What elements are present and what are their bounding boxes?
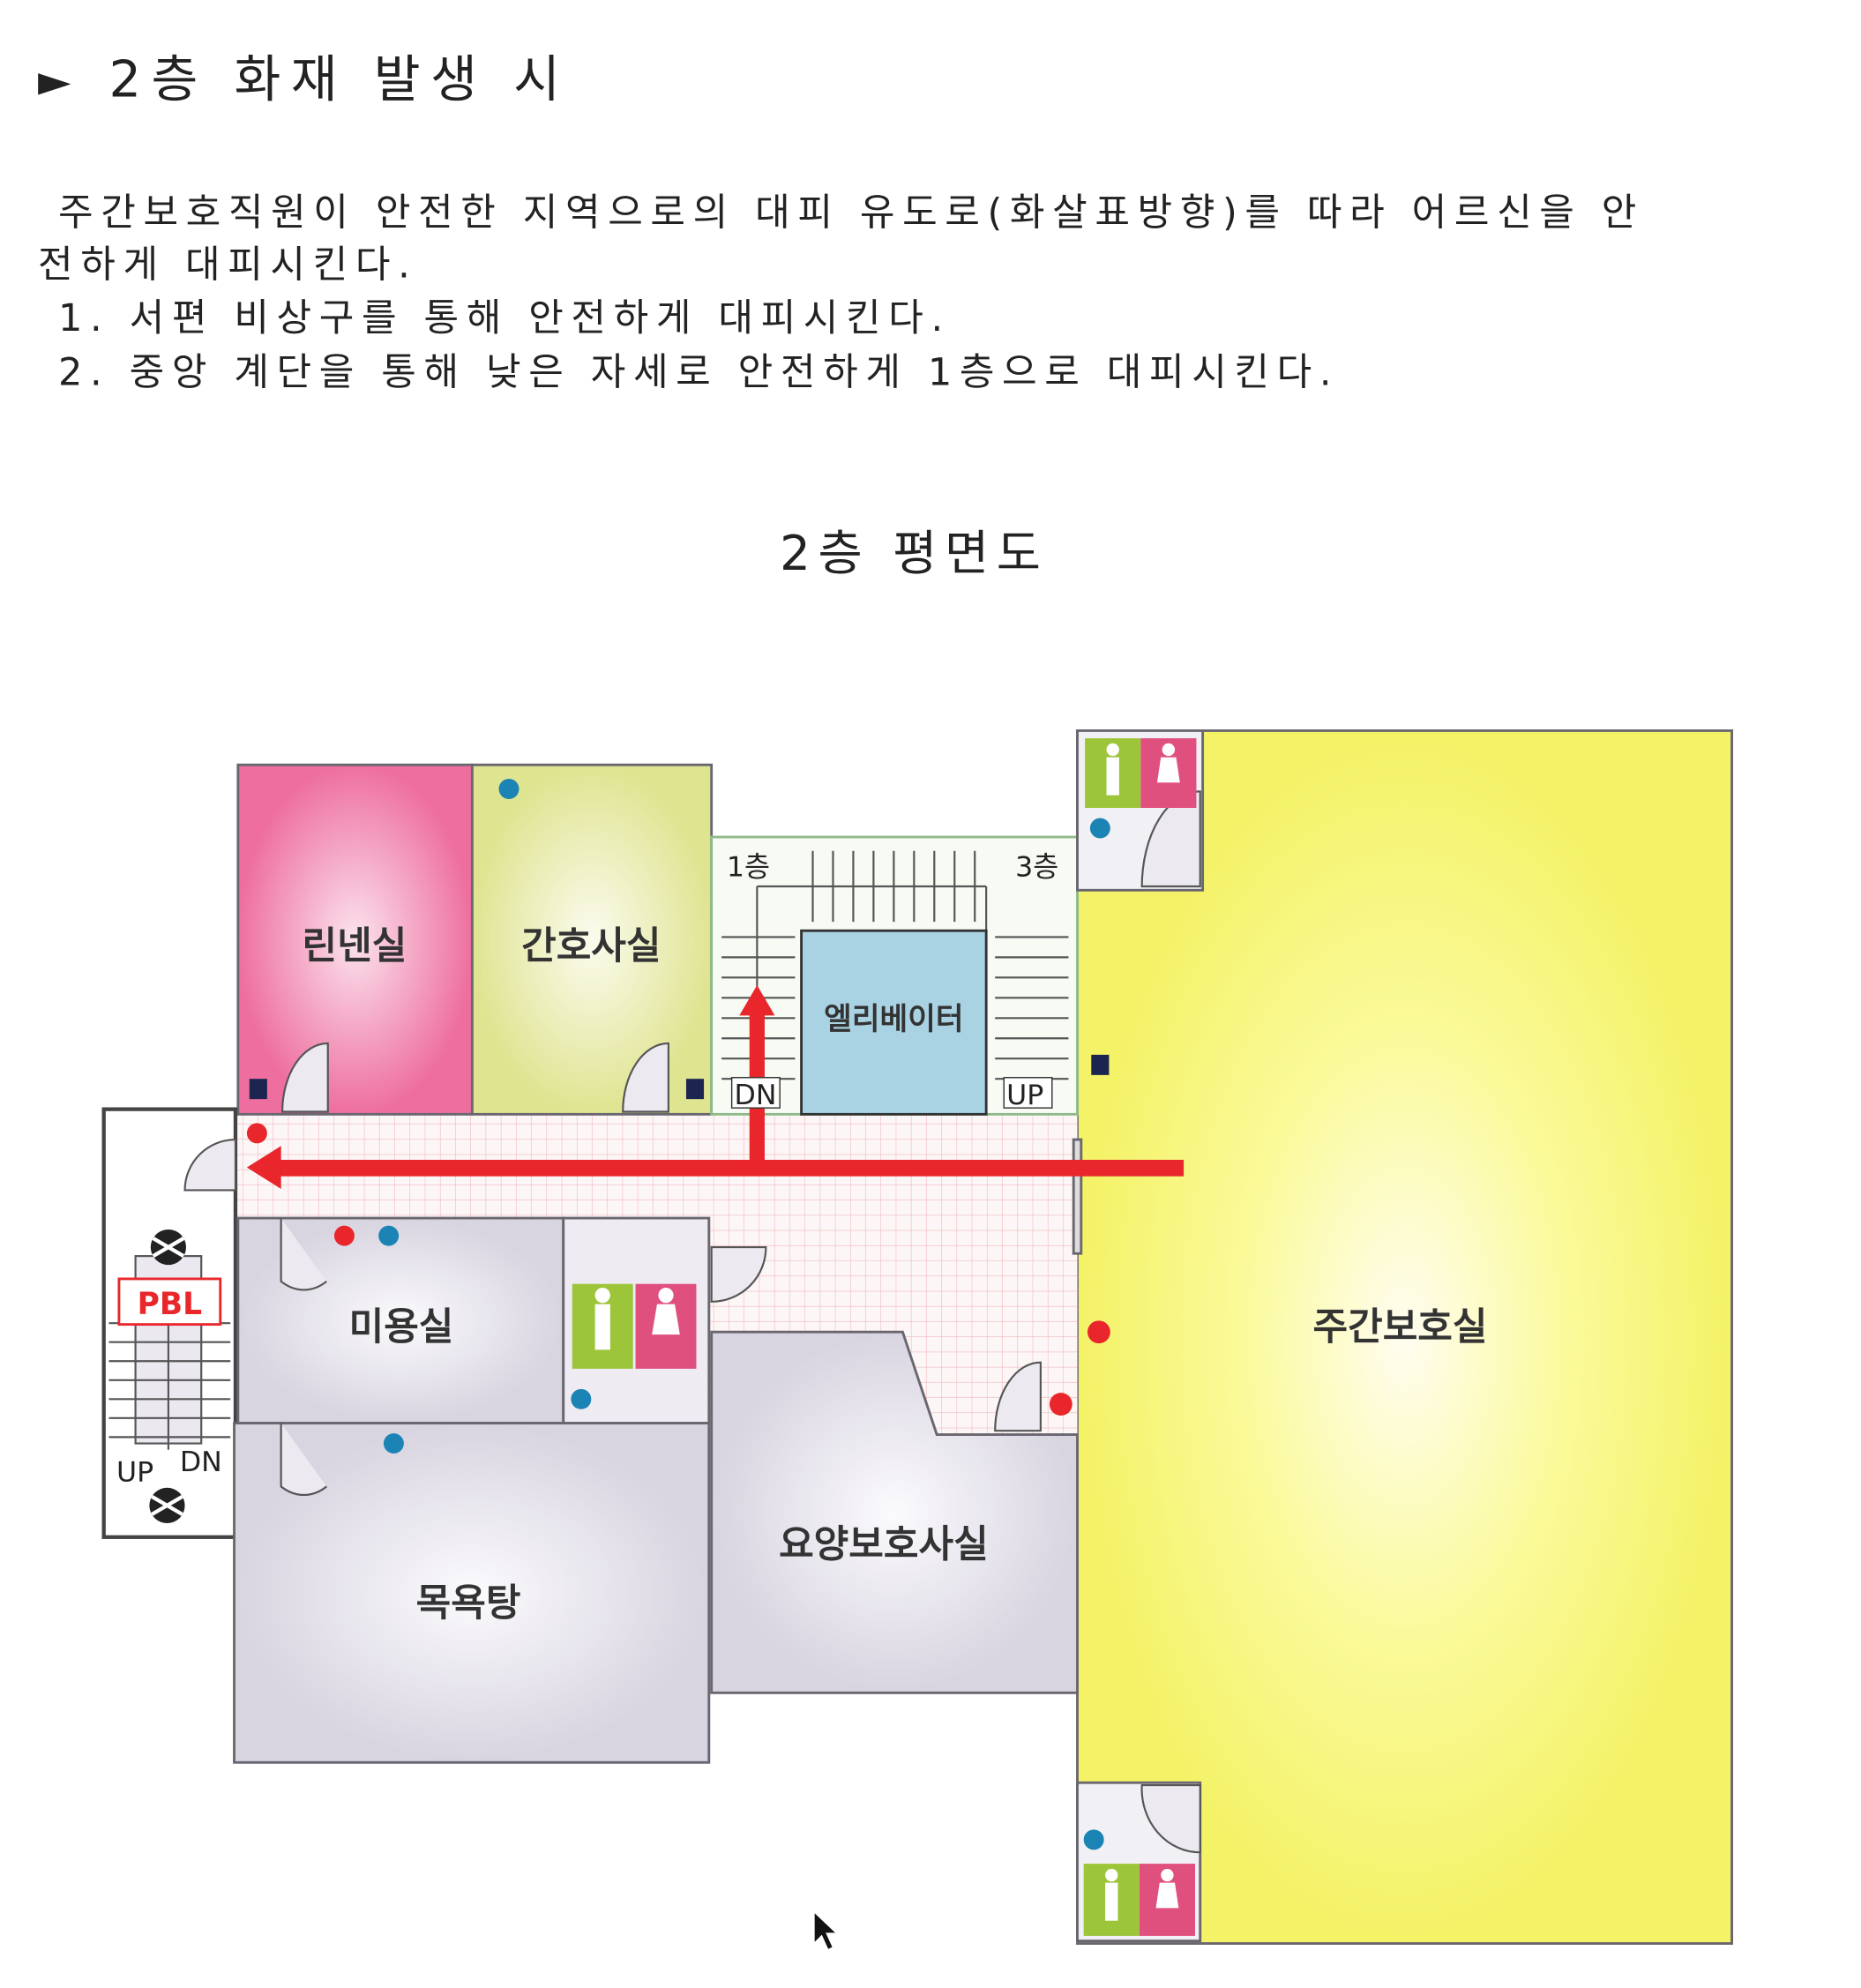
room-label-linen: 린넨실 [302, 924, 407, 968]
instruction-line: 주간보호직원이 안전한 지역으로의 대피 유도로(화살표방향)를 따라 어르신을… [58, 191, 1644, 235]
floor-plan [101, 729, 1734, 1945]
up-box [1003, 1077, 1053, 1109]
red-dot-icon [1087, 1320, 1110, 1344]
room-caregiver [710, 1330, 1079, 1694]
west-stairs-dn: DN [180, 1446, 222, 1478]
navy-square-icon [1091, 1054, 1110, 1075]
red-dot-icon [1049, 1393, 1073, 1416]
blue-dot-icon [1083, 1829, 1104, 1850]
blue-dot-icon [571, 1388, 592, 1409]
exit-light-icon [149, 1229, 186, 1523]
mouse-cursor-icon [813, 1910, 839, 1951]
room-label-beauty: 미용실 [349, 1305, 454, 1349]
heading-text: 2층 화재 발생 시 [108, 49, 570, 108]
stairs-label-1f: 1층 [727, 852, 770, 884]
evacuation-arrow-west [272, 1160, 1185, 1177]
stairs-label-3f: 3층 [1015, 852, 1058, 884]
room-nurse [470, 763, 714, 1116]
navy-square-icon [249, 1079, 267, 1100]
blue-dot-icon [378, 1225, 400, 1246]
restroom-signs [572, 738, 1197, 1936]
section-heading: ► 2층 화재 발생 시 [38, 49, 570, 108]
room-label-caregiver: 요양보호사실 [779, 1523, 989, 1567]
dn-box [730, 1077, 781, 1109]
plan-title: 2층 평면도 [780, 525, 1048, 581]
pbl-label: PBL [138, 1287, 202, 1322]
instruction-line: 2. 중앙 계단을 통해 낮은 자세로 안전하게 1층으로 대피시킨다. [58, 351, 1339, 395]
stairs-label-up: UP [1006, 1080, 1043, 1111]
elevator [800, 929, 988, 1116]
stairs-label-dn: DN [735, 1080, 777, 1111]
room-label-nurse: 간호사실 [521, 924, 661, 968]
blue-dot-icon [383, 1433, 404, 1454]
blue-dot-icon [498, 778, 519, 799]
blue-dot-icon [1089, 818, 1110, 839]
pbl-box [117, 1277, 222, 1327]
equipment-markers [149, 778, 1110, 1850]
instruction-line: 전하게 대피시킨다. [38, 243, 417, 288]
door-swings [183, 790, 1201, 1854]
room-label-daycare: 주간보호실 [1313, 1305, 1488, 1349]
red-dot-icon [333, 1225, 355, 1246]
sliding-door [1072, 1138, 1083, 1255]
room-label-bath: 목욕탕 [416, 1581, 521, 1626]
triangle-marker-icon: ► [38, 56, 71, 106]
room-daycare [1076, 729, 1734, 1945]
instruction-line: 1. 서편 비상구를 통해 안전하게 대피시킨다. [58, 296, 951, 340]
west-stairs-up: UP [116, 1457, 153, 1489]
red-dot-icon [246, 1123, 267, 1144]
navy-square-icon [685, 1079, 705, 1100]
room-label-elevator: 엘리베이터 [824, 1002, 963, 1037]
